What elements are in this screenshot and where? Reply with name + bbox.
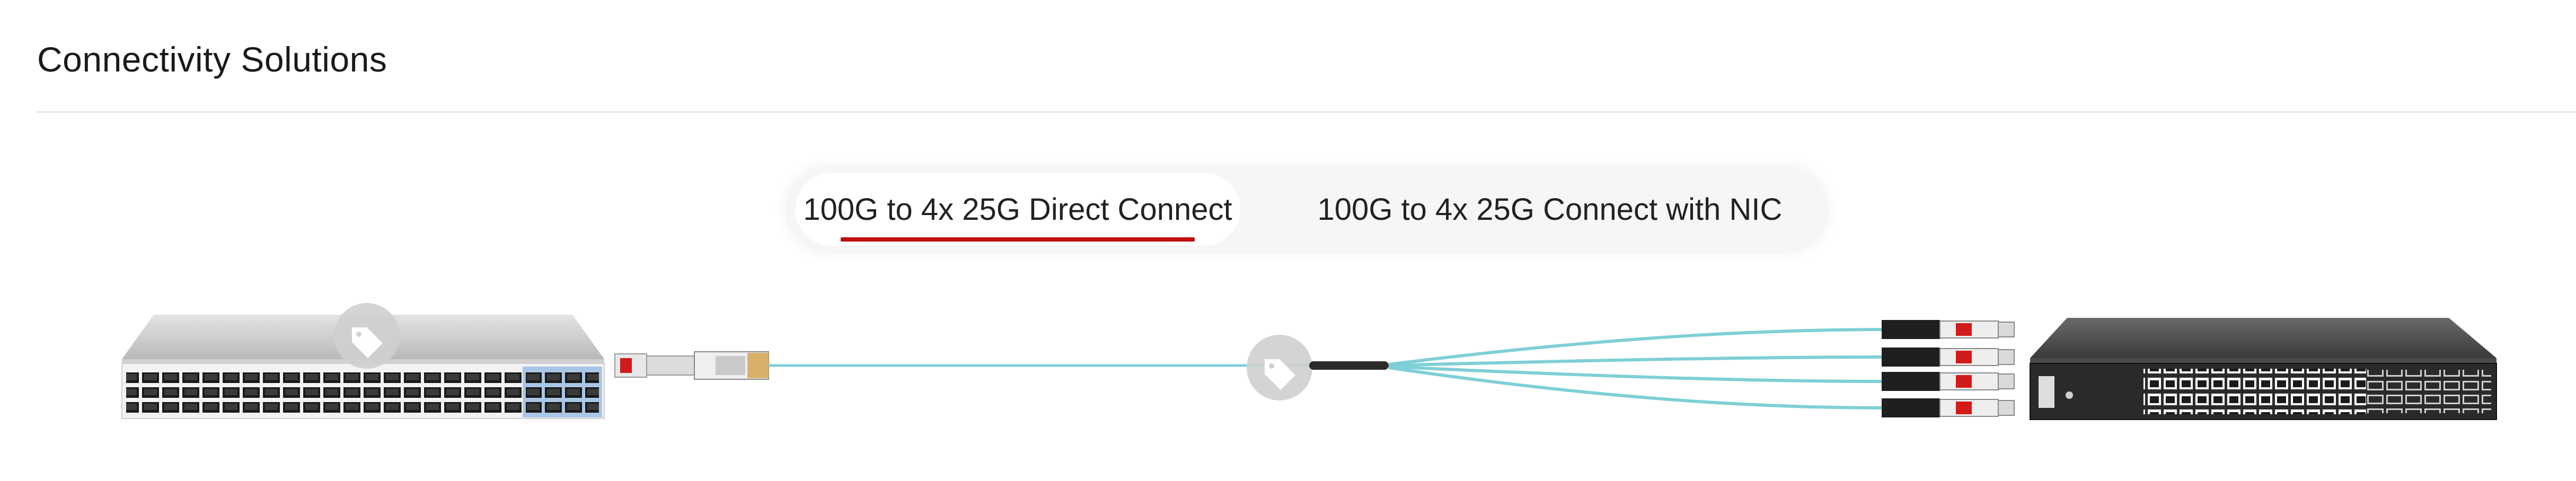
price-tag-icon[interactable]	[1247, 335, 1312, 400]
section-title: Connectivity Solutions	[37, 40, 387, 79]
right-switch	[2030, 318, 2497, 420]
qsfp-transceiver-left	[614, 351, 769, 380]
tab-connect-with-nic[interactable]: 100G to 4x 25G Connect with NIC	[1285, 165, 1815, 253]
sfp28-transceivers	[1882, 320, 2015, 417]
tab-direct-connect-label: 100G to 4x 25G Direct Connect	[803, 192, 1232, 227]
solution-tabs: 100G to 4x 25G Direct Connect 100G to 4x…	[786, 165, 1829, 253]
section-divider	[36, 111, 2576, 113]
tab-connect-with-nic-label: 100G to 4x 25G Connect with NIC	[1317, 192, 1783, 227]
active-tab-underline	[841, 237, 1195, 242]
breakout-boot	[1309, 361, 1389, 370]
left-switch	[121, 315, 605, 419]
connectivity-diagram	[121, 303, 2497, 420]
tab-direct-connect[interactable]: 100G to 4x 25G Direct Connect	[795, 173, 1240, 246]
breakout-cables	[1388, 328, 1887, 409]
price-tag-icon[interactable]	[334, 303, 400, 369]
